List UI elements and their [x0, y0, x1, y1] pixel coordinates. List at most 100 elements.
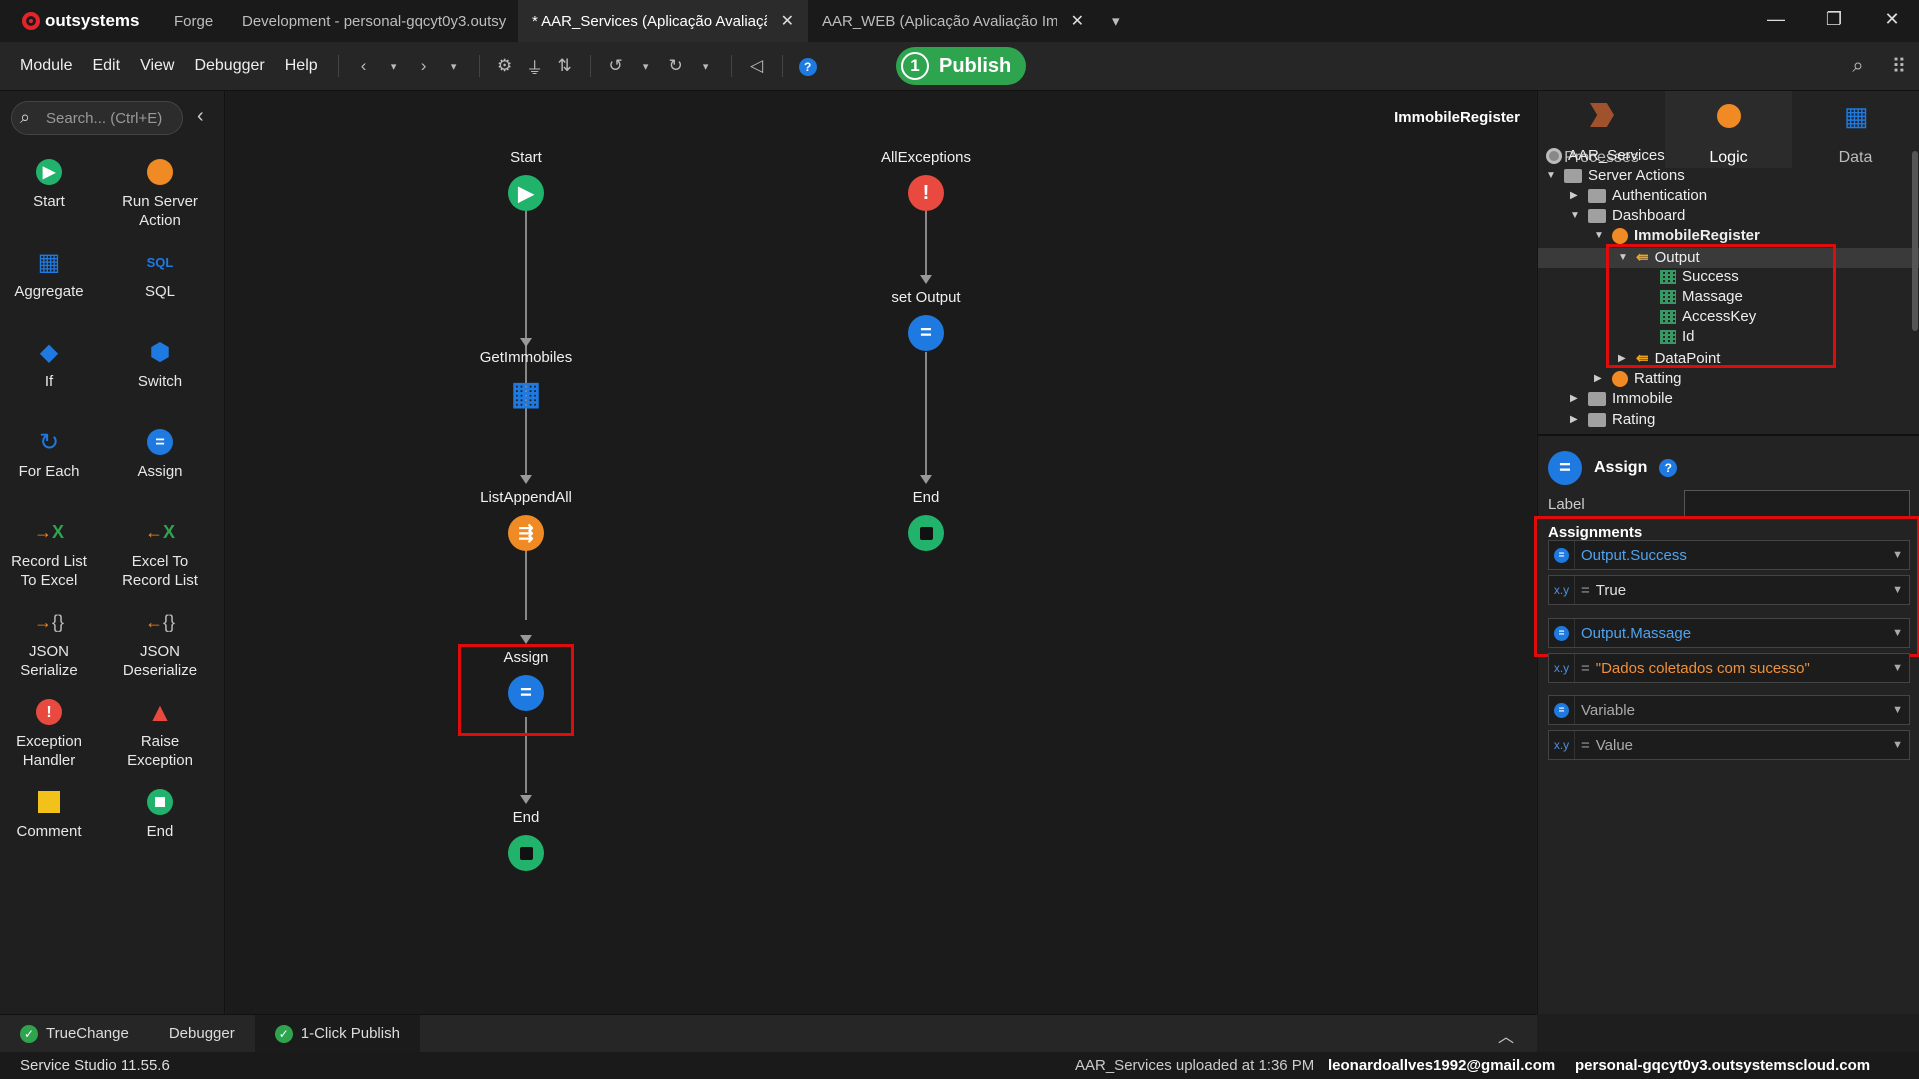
tree-authentication[interactable]: ▶Authentication — [1570, 187, 1707, 204]
flow-node-listappendall[interactable]: ListAppendAll⇶ — [446, 489, 606, 551]
tab-development[interactable]: Development - personal-gqcyt0y3.outsy — [228, 0, 518, 42]
expand-icon[interactable]: ▼ — [1570, 210, 1580, 221]
tree-field-accesskey[interactable]: AccessKey — [1660, 308, 1756, 325]
apps-grid-icon[interactable]: ⠿ — [1891, 56, 1907, 78]
tab-data[interactable]: ▦Data — [1792, 91, 1919, 168]
assignment-2-variable[interactable]: =Output.Massage▼ — [1548, 618, 1910, 648]
user-email[interactable]: leonardoallves1992@gmail.com — [1328, 1057, 1556, 1074]
tool-if[interactable]: ◆If — [0, 336, 104, 391]
tool-raise-exception[interactable]: ▲Raise Exception — [105, 696, 215, 770]
dropdown-icon[interactable]: ▼ — [1892, 662, 1903, 674]
tab-aar-services[interactable]: * AAR_Services (Aplicação Avaliação✕ — [518, 0, 808, 42]
tool-comment[interactable]: Comment — [0, 786, 104, 841]
tabs-overflow-icon[interactable]: ▾ — [1112, 13, 1120, 30]
tree-immobile[interactable]: ▶Immobile — [1570, 390, 1673, 407]
tab-debugger[interactable]: Debugger — [149, 1015, 255, 1053]
tab-forge[interactable]: Forge — [160, 0, 228, 42]
back-icon[interactable]: ‹ — [360, 56, 367, 75]
forward-icon[interactable]: › — [420, 56, 427, 75]
tree-root[interactable]: AAR_Services — [1546, 147, 1665, 164]
expand-icon[interactable]: ▶ — [1618, 352, 1626, 364]
plugin-icon[interactable]: ⏚ — [526, 58, 544, 78]
merge-icon[interactable]: ⇅ — [557, 56, 572, 75]
collapse-toolbox-icon[interactable]: ‹ — [197, 105, 204, 127]
assignment-2-value[interactable]: x.y="Dados coletados com sucesso"▼ — [1548, 653, 1910, 683]
dropdown-icon[interactable]: ▼ — [1892, 739, 1903, 751]
tool-json-deserialize[interactable]: ←{}JSON Deserialize — [105, 606, 215, 680]
help-icon[interactable]: ? — [1659, 459, 1678, 477]
assignment-new-variable[interactable]: =Variable▼ — [1548, 695, 1910, 725]
help-icon[interactable]: ? — [793, 56, 823, 76]
expand-icon[interactable]: ▶ — [1570, 190, 1578, 201]
flow-node-set-output[interactable]: set Output= — [846, 289, 1006, 351]
restore-icon[interactable]: ❐ — [1825, 8, 1843, 29]
tree-datapoint[interactable]: ▶⇚DataPoint — [1618, 349, 1720, 368]
tool-json-serialize[interactable]: →{}JSON Serialize — [0, 606, 104, 680]
tool-run-server-action[interactable]: Run Server Action — [105, 156, 215, 230]
tool-exception-handler[interactable]: !Exception Handler — [0, 696, 104, 770]
tab-logic[interactable]: Logic — [1665, 91, 1792, 168]
tree-server-actions[interactable]: ▼Server Actions — [1546, 167, 1685, 184]
tab-processes[interactable]: Processes — [1538, 91, 1665, 168]
expand-icon[interactable]: ▼ — [1594, 230, 1604, 241]
expand-icon[interactable]: ▼ — [1618, 251, 1628, 263]
announce-icon[interactable]: ◁ — [750, 56, 764, 75]
flow-node-end-2[interactable]: End — [846, 489, 1006, 551]
flow-node-allexceptions[interactable]: AllExceptions! — [846, 149, 1006, 211]
close-tab-icon[interactable]: ✕ — [1070, 13, 1084, 30]
tree-scrollbar[interactable] — [1912, 151, 1918, 331]
flow-node-start[interactable]: Start▶ — [446, 149, 606, 211]
tree-output[interactable]: ▼⇚Output — [1618, 248, 1700, 267]
dropdown-icon[interactable]: ▼ — [1892, 584, 1903, 596]
tree-dashboard[interactable]: ▼Dashboard — [1570, 207, 1685, 224]
minimize-icon[interactable]: — — [1767, 8, 1785, 29]
forward-dropdown-icon[interactable]: ▾ — [450, 60, 457, 73]
tree-field-id[interactable]: Id — [1660, 328, 1695, 345]
assignment-1-variable[interactable]: =Output.Success▼ — [1548, 540, 1910, 570]
dropdown-icon[interactable]: ▼ — [1892, 704, 1903, 716]
toolbox-search-input[interactable]: ⌕Search... (Ctrl+E) — [11, 101, 183, 135]
undo-icon[interactable]: ↺ — [608, 56, 623, 75]
environment-name[interactable]: personal-gqcyt0y3.outsystemscloud.com — [1575, 1057, 1871, 1074]
close-window-icon[interactable]: ✕ — [1884, 8, 1900, 29]
flow-node-assign[interactable]: Assign= — [446, 649, 606, 711]
tool-end[interactable]: End — [105, 786, 215, 841]
label-input[interactable] — [1684, 490, 1910, 518]
tool-start[interactable]: ▶Start — [0, 156, 104, 211]
search-icon[interactable]: ⌕ — [1852, 55, 1864, 77]
close-tab-icon[interactable]: ✕ — [780, 13, 794, 30]
settings-icon[interactable]: ⚙ — [497, 56, 513, 75]
tree-field-massage[interactable]: Massage — [1660, 288, 1743, 305]
tab-aar-web[interactable]: AAR_WEB (Aplicação Avaliação Imó✕ — [808, 0, 1098, 42]
redo-dropdown-icon[interactable]: ▾ — [702, 60, 709, 73]
redo-icon[interactable]: ↻ — [668, 56, 683, 75]
menu-view[interactable]: View — [140, 57, 175, 74]
tree-rating[interactable]: ▶Rating — [1570, 411, 1655, 428]
dropdown-icon[interactable]: ▼ — [1892, 627, 1903, 639]
expand-icon[interactable]: ▶ — [1594, 373, 1602, 384]
menu-help[interactable]: Help — [284, 57, 318, 74]
menu-module[interactable]: Module — [20, 57, 73, 74]
expand-icon[interactable]: ▶ — [1570, 414, 1578, 425]
assignment-new-value[interactable]: x.y=Value▼ — [1548, 730, 1910, 760]
flow-node-end[interactable]: End — [446, 809, 606, 871]
tree-field-success[interactable]: Success — [1660, 268, 1739, 285]
tree-immobileregister[interactable]: ▼ImmobileRegister — [1594, 227, 1760, 244]
menu-edit[interactable]: Edit — [92, 57, 121, 74]
tool-assign[interactable]: =Assign — [105, 426, 215, 481]
tab-truechange[interactable]: ✓TrueChange — [0, 1015, 149, 1053]
expand-icon[interactable]: ▼ — [1546, 170, 1556, 181]
expand-icon[interactable]: ▶ — [1570, 393, 1578, 404]
undo-dropdown-icon[interactable]: ▾ — [642, 60, 649, 73]
menu-debugger[interactable]: Debugger — [194, 57, 265, 74]
expand-panel-icon[interactable]: ︿ — [1498, 1029, 1515, 1046]
tool-switch[interactable]: ⬢Switch — [105, 336, 215, 391]
tool-for-each[interactable]: ↻For Each — [0, 426, 104, 481]
tab-1-click-publish[interactable]: ✓1-Click Publish — [254, 1014, 420, 1053]
tool-aggregate[interactable]: ▦Aggregate — [0, 246, 104, 301]
assignment-1-value[interactable]: x.y=True▼ — [1548, 575, 1910, 605]
